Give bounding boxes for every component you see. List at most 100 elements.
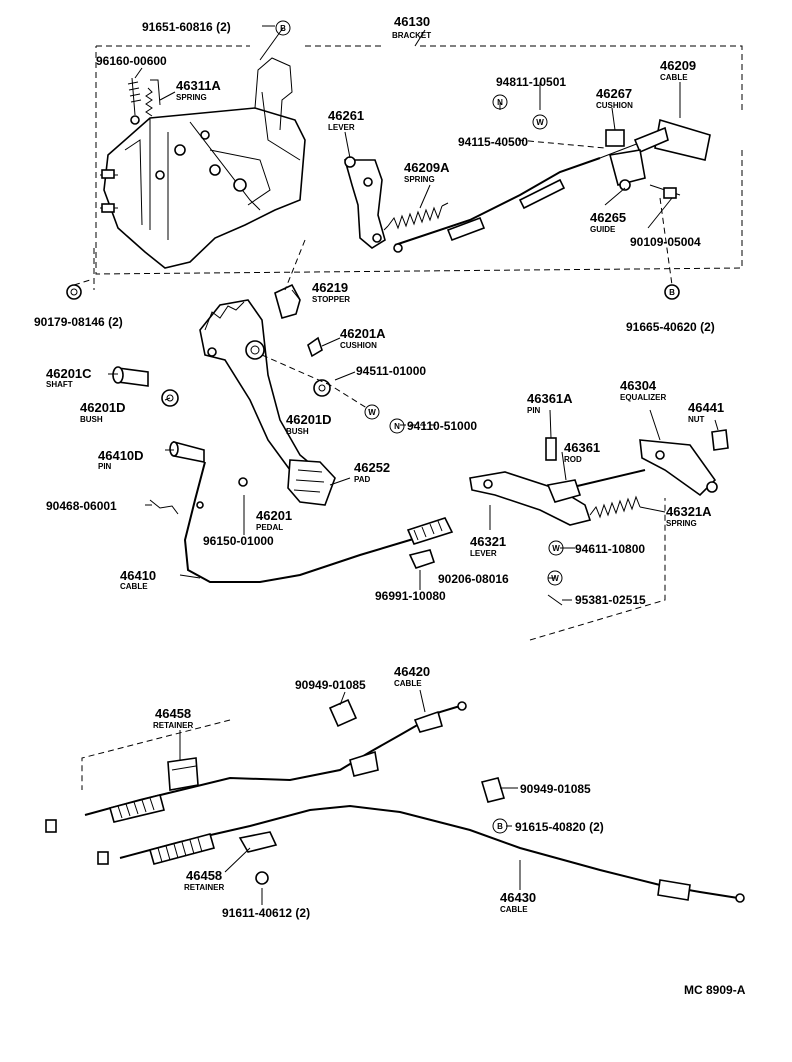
label-90206: 90206-08016 [438,572,509,586]
label-96150: 96150-01000 [203,534,274,548]
label-94115: 94115-40500 [458,135,528,149]
label-90468: 90468-06001 [46,499,117,513]
label-46430: 46430 [500,890,536,905]
pedal-46201 [199,299,320,487]
label-96991: 96991-10080 [375,589,446,603]
label-46458-lower: 46458 [186,868,222,883]
cable-46430 [97,804,745,903]
label-46201A-sub: CUSHION [340,341,377,350]
cable-46209 [393,118,711,253]
label-46321-sub: LEVER [470,549,497,558]
label-46201C-sub: SHAFT [46,380,73,389]
label-91651: 91651-60816 (2) [142,20,231,34]
nut-90179 [66,284,82,300]
label-46311A-sub: SPRING [176,93,207,102]
pin-46410D [169,440,205,463]
bush-46201D-right [313,379,331,397]
guide-46265 [609,149,646,191]
label-94511: 94511-01000 [356,364,426,378]
label-46458-upper: 46458 [155,706,191,721]
label-46361A-sub: PIN [527,406,541,415]
label-46201D-right: 46201D [286,412,332,427]
symbol-b: B [669,288,675,297]
spring-46209A [383,202,449,231]
label-90179: 90179-08146 (2) [34,315,123,329]
symbol-b: B [280,24,286,33]
label-46261: 46261 [328,108,364,123]
cushion-46267 [605,129,625,147]
label-94611: 94611-10800 [575,542,645,556]
label-46441-sub: NUT [688,415,705,424]
label-46209A: 46209A [404,160,450,175]
leader-lines [73,25,719,905]
label-46219: 46219 [312,280,348,295]
pin-46361A [545,437,557,461]
label-91611: 91611-40612 (2) [222,906,310,920]
label-46265-sub: GUIDE [590,225,616,234]
label-46201-sub: PEDAL [256,523,283,532]
label-46130: 46130 [394,14,430,29]
label-46252: 46252 [354,460,390,475]
stopper-46219 [274,283,301,319]
equalizer-46304 [639,439,718,497]
label-46130-sub: BRACKET [392,31,431,40]
label-91615: 91615-40820 (2) [515,820,604,834]
label-94110: 94110-51000 [407,419,477,433]
symbol-n: N [497,98,503,107]
label-90109: 90109-05004 [630,235,701,249]
footer-code: MC 8909-A [684,983,746,997]
part-labels: 91651-60816 (2) 46130 BRACKET 96160-0060… [34,14,724,920]
label-46430-sub: CABLE [500,905,528,914]
label-46261-sub: LEVER [328,123,355,132]
label-46201C: 46201C [46,366,92,381]
label-46361: 46361 [564,440,600,455]
cable-46420 [45,701,467,833]
label-46410D: 46410D [98,448,144,463]
label-46321: 46321 [470,534,506,549]
bracket-group-box [95,45,743,275]
clip-90949-lower [480,777,506,803]
label-46201D-right-sub: BUSH [286,427,309,436]
label-94811: 94811-10501 [496,75,566,89]
cushion-46201A [307,336,323,358]
lower-group-dash [529,498,666,641]
label-46441: 46441 [688,400,724,415]
label-91665: 91665-40620 (2) [626,320,715,334]
label-46267: 46267 [596,86,632,101]
symbol-w: W [368,408,376,417]
bolt-96160-00600 [127,77,142,125]
label-46209-sub: CABLE [660,73,688,82]
label-46201: 46201 [256,508,292,523]
label-46201D-left: 46201D [80,400,126,415]
label-46420: 46420 [394,664,430,679]
symbol-w: W [536,118,544,127]
symbol-w: W [552,544,560,553]
cable-46410 [183,461,454,583]
label-46410D-sub: PIN [98,462,112,471]
label-90949-lower: 90949-01085 [520,782,591,796]
clip-96150-01000 [238,477,248,487]
symbol-w: W [551,574,559,583]
nut-46441 [711,429,729,451]
label-46361-sub: ROD [564,455,582,464]
cotter-pin-90468 [149,499,179,515]
label-46252-sub: PAD [354,475,371,484]
label-46420-sub: CABLE [394,679,422,688]
rod-46361 [546,469,646,503]
nut-91611 [255,871,269,885]
label-46304: 46304 [620,378,657,393]
label-46304-sub: EQUALIZER [620,393,666,402]
label-46311A: 46311A [176,78,221,93]
label-46201A: 46201A [340,326,386,341]
clip-90949-upper [328,698,358,728]
cotter-pin-95381 [547,594,563,606]
label-46219-sub: STOPPER [312,295,350,304]
spring-46311A [145,79,161,117]
label-46201D-left-sub: BUSH [80,415,103,424]
label-90949-upper: 90949-01085 [295,678,366,692]
pad-46252 [287,459,336,506]
label-46321A: 46321A [666,504,712,519]
shaft-46201C [112,366,149,387]
symbol-markers: B N W B W N W W B [275,20,680,834]
